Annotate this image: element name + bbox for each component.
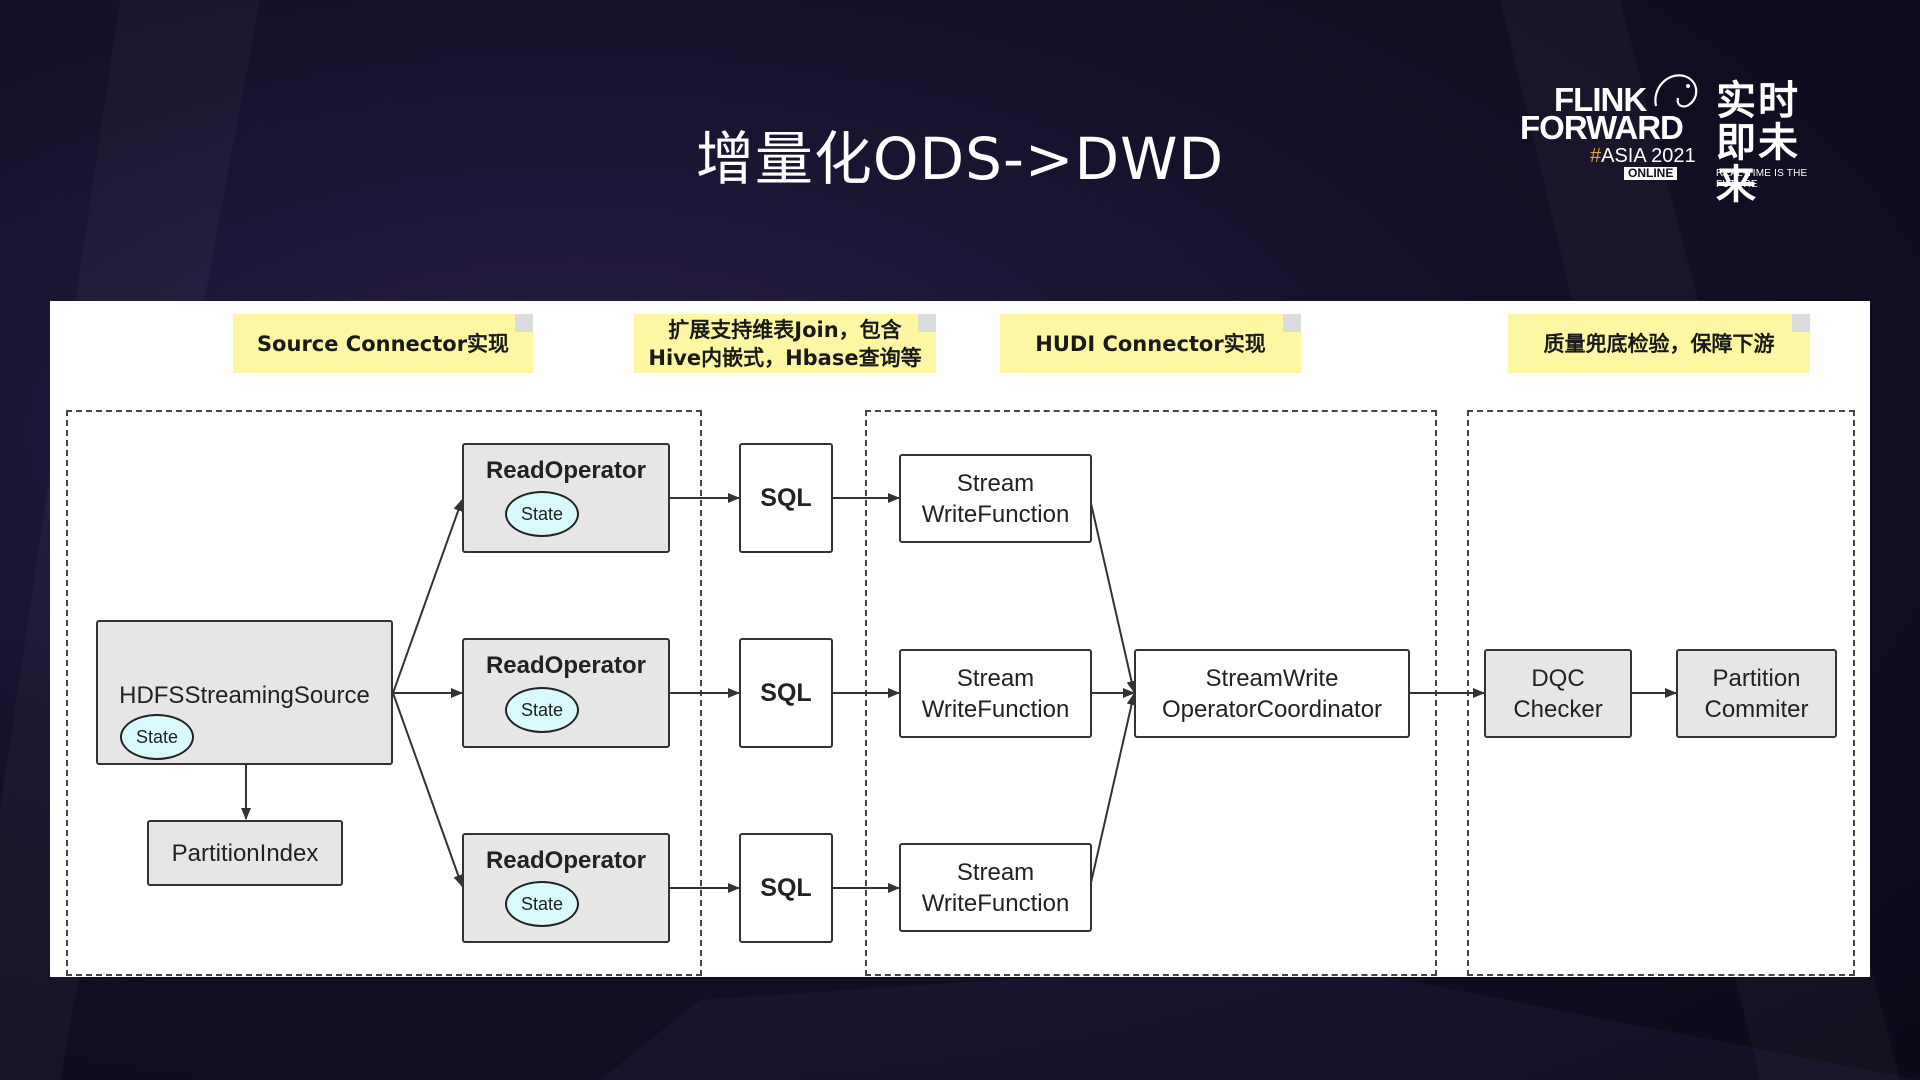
node-sql-1-label: SQL xyxy=(760,483,812,512)
node-swf2-line1: Stream xyxy=(956,664,1035,692)
logo-flink: FLINK xyxy=(1554,81,1647,118)
logo-event-text: ASIA 2021 xyxy=(1601,145,1696,167)
note-quality-check: 质量兜底检验，保障下游 xyxy=(1508,314,1810,373)
node-partition-commiter-line1: Partition xyxy=(1712,664,1801,692)
logo-event: #ASIA 2021 xyxy=(1590,146,1696,166)
node-dqc-checker: DQC Checker xyxy=(1484,649,1632,738)
node-sql-3-label: SQL xyxy=(760,873,812,902)
flink-forward-logo: FLINK FORWARD #ASIA 2021 ONLINE 实时即未来 RE… xyxy=(1518,66,1838,206)
node-sql-2: SQL xyxy=(739,638,833,748)
edge-write1-to-coordinator xyxy=(1089,498,1137,693)
logo-hash: # xyxy=(1590,145,1602,167)
note-quality-text: 质量兜底检验，保障下游 xyxy=(1543,331,1775,356)
node-swf1-line2: WriteFunction xyxy=(921,500,1070,528)
note-hudi-connector: HUDI Connector实现 xyxy=(1000,314,1301,373)
node-hdfs-label: HDFSStreamingSource xyxy=(119,682,370,709)
logo-cn-line2: 即未来 xyxy=(1716,120,1800,208)
node-sql-2-label: SQL xyxy=(760,678,812,707)
note-hudi-text: HUDI Connector实现 xyxy=(1035,331,1266,356)
edge-write3-to-coordinator xyxy=(1089,693,1137,888)
node-read-operator-1-label: ReadOperator xyxy=(485,457,647,484)
state-read-operator-2: State xyxy=(505,687,579,733)
node-read-operator-3: ReadOperator xyxy=(462,833,670,943)
edges-layer xyxy=(241,493,1677,893)
logo-chinese: 实时即未来 xyxy=(1716,80,1838,206)
node-read-operator-2-label: ReadOperator xyxy=(485,652,647,679)
node-dqc-line1: DQC xyxy=(1531,664,1585,692)
logo-forward: FORWARD xyxy=(1520,109,1684,146)
note-source-text: Source Connector实现 xyxy=(256,331,510,356)
node-coordinator-line2: OperatorCoordinator xyxy=(1161,695,1383,723)
node-partition-index: PartitionIndex xyxy=(147,820,343,886)
logo-tagline: REAL-TIME IS THE FUTURE xyxy=(1716,168,1808,190)
node-swf2-line2: WriteFunction xyxy=(921,695,1070,723)
state-read-operator-3: State xyxy=(505,881,579,927)
diagram-panel: Source Connector实现 扩展支持维表Join，包含 Hive内嵌式，… xyxy=(50,301,1870,977)
node-read-operator-1: ReadOperator xyxy=(462,443,670,553)
note-source-connector: Source Connector实现 xyxy=(233,314,533,373)
node-read-operator-3-label: ReadOperator xyxy=(485,847,647,874)
node-swf3-line2: WriteFunction xyxy=(921,889,1070,917)
node-swf3-line1: Stream xyxy=(956,858,1035,886)
node-partition-commiter-line2: Commiter xyxy=(1704,695,1809,723)
logo-online-badge: ONLINE xyxy=(1624,167,1678,180)
note-extend-line2: Hive内嵌式，Hbase查询等 xyxy=(648,345,922,370)
node-sql-1: SQL xyxy=(739,443,833,553)
node-dqc-line2: Checker xyxy=(1513,695,1603,723)
state-read-operator-1: State xyxy=(505,491,579,537)
edge-source-to-read1 xyxy=(392,499,464,694)
squirrel-icon xyxy=(1654,74,1698,108)
slide-title: 增量化ODS->DWD xyxy=(695,125,1225,193)
node-coordinator-line1: StreamWrite xyxy=(1205,664,1339,692)
note-extend-line1: 扩展支持维表Join，包含 xyxy=(668,317,902,342)
node-sql-3: SQL xyxy=(739,833,833,943)
state-hdfs: State xyxy=(120,714,194,760)
logo-cn-line1: 实时 xyxy=(1716,78,1800,124)
node-partition-index-label: PartitionIndex xyxy=(171,839,319,867)
node-swf1-line1: Stream xyxy=(956,469,1035,497)
note-extend-join: 扩展支持维表Join，包含 Hive内嵌式，Hbase查询等 xyxy=(634,314,936,373)
edge-source-to-read3 xyxy=(392,692,464,887)
